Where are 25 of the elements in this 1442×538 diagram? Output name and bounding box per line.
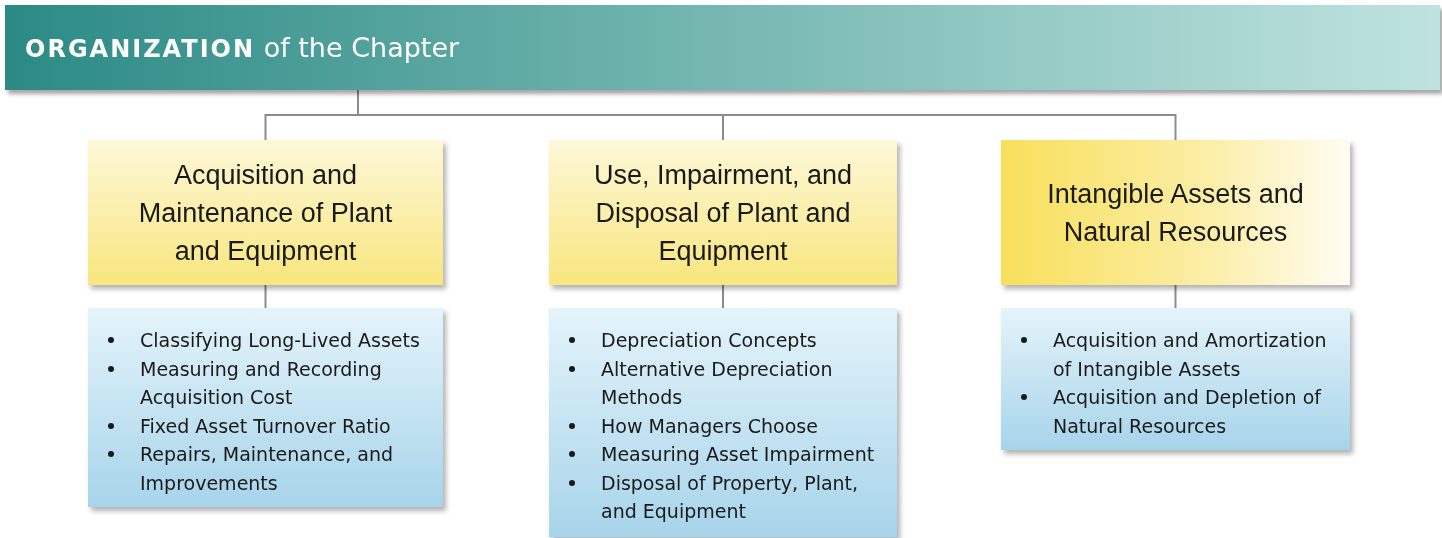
title-text: ORGANIZATION of the Chapter <box>25 32 460 63</box>
connector-line <box>722 284 724 309</box>
topic-box <box>88 140 443 285</box>
title-banner <box>5 5 1440 90</box>
connector-line <box>1174 284 1177 309</box>
subtopic-item: Depreciation Concepts <box>601 328 817 353</box>
subtopic-box <box>88 308 443 507</box>
topic-box <box>549 140 897 285</box>
topic-title: Intangible Assets and Natural Resources <box>1046 177 1305 249</box>
subtopic-item: Alternative Depreciation Methods <box>601 356 834 410</box>
subtopic-item: Measuring and Recording Acquisition Cost <box>140 356 383 410</box>
topic-title: Use, Impairment, and Disposal of Plant and Equipment <box>592 158 854 268</box>
subtopic-item: Disposal of Property, Plant, and Equipment <box>601 470 860 524</box>
topic-box <box>1001 140 1350 285</box>
subtopic-item: How Managers Choose <box>601 413 818 439</box>
subtopic-item: Repairs, Maintenance, and Improvements <box>140 442 394 496</box>
subtopic-item: Acquisition and Depletion of Natural Resources <box>1053 385 1323 439</box>
subtopic-item: Acquisition and Amortization of Intangible Assets <box>1053 328 1328 382</box>
subtopic-item: Measuring Asset Impairment <box>601 442 875 467</box>
subtopic-item: Fixed Asset Turnover Ratio <box>140 413 391 439</box>
subtopic-item: Classifying Long-Lived Assets <box>140 328 420 353</box>
topic-title: Acquisition and Maintenance of Plant and Equipment <box>137 158 394 268</box>
subtopic-box <box>549 308 897 537</box>
subtopic-box <box>1001 308 1350 450</box>
connector-line <box>264 284 267 309</box>
